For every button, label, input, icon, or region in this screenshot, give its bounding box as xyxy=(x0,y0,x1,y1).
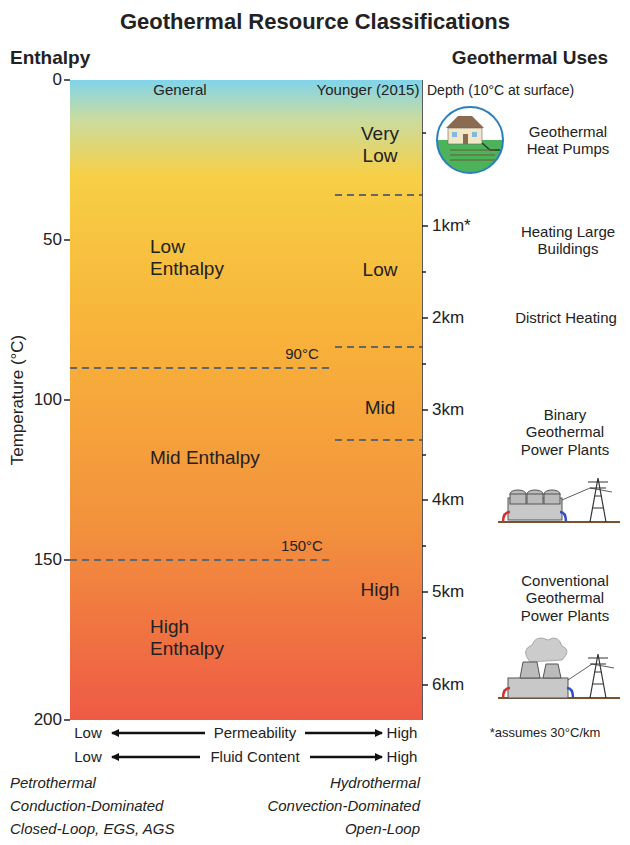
scale-label: Fluid Content xyxy=(207,748,302,765)
binary-plant-icon xyxy=(498,478,620,522)
use-label: Conventional Geothermal Power Plants xyxy=(510,572,620,624)
class-label: Mid xyxy=(365,397,396,419)
depth-label: 2km xyxy=(432,308,464,328)
boundary-label: 90°C xyxy=(285,345,319,362)
system-type: Convection-Dominated xyxy=(267,797,420,814)
class-label: Low xyxy=(363,259,398,281)
conventional-plant-icon xyxy=(498,638,620,698)
system-type: Petrothermal xyxy=(10,774,96,791)
column-heading: Younger (2015) xyxy=(317,81,420,98)
system-type: Conduction-Dominated xyxy=(10,797,163,814)
column-heading: Enthalpy xyxy=(10,47,90,69)
scale-end: High xyxy=(387,724,418,741)
tick-label: 100 xyxy=(34,390,62,410)
class-label: Mid Enthalpy xyxy=(150,447,260,469)
axis-title: Depth (10°C at surface) xyxy=(427,82,574,98)
scale-end: Low xyxy=(74,724,102,741)
depth-label: 5km xyxy=(432,582,464,602)
class-label: High Enthalpy xyxy=(150,616,260,660)
scale-end: Low xyxy=(74,748,102,765)
boundary-label: 150°C xyxy=(281,537,323,554)
use-label: District Heating xyxy=(506,309,626,326)
class-label: High xyxy=(360,579,399,601)
use-label: Binary Geothermal Power Plants xyxy=(515,406,615,458)
footnote: *assumes 30°C/km xyxy=(490,726,601,741)
depth-label: 1km* xyxy=(432,216,471,236)
system-type: Hydrothermal xyxy=(330,774,420,791)
tick-label: 200 xyxy=(34,710,62,730)
scale-label: Permeability xyxy=(211,724,300,741)
enthalpy-band: Low EnthalpyMid EnthalpyHigh Enthalpy Ver… xyxy=(70,80,422,720)
use-label: Heating Large Buildings xyxy=(513,223,623,258)
depth-ticks xyxy=(422,133,428,685)
tick-label: 150 xyxy=(34,550,62,570)
class-label: Very Low xyxy=(350,123,410,167)
column-heading: General xyxy=(153,81,206,98)
tick-label: 0 xyxy=(53,70,62,90)
depth-label: 6km xyxy=(432,675,464,695)
system-type: Open-Loop xyxy=(345,820,420,837)
heat-pump-icon xyxy=(437,107,503,173)
title: Geothermal Resource Classifications xyxy=(120,9,510,34)
depth-label: 4km xyxy=(432,490,464,510)
axis-title: Temperature (°C) xyxy=(8,335,28,466)
depth-label: 3km xyxy=(432,400,464,420)
scale-end: High xyxy=(387,748,418,765)
class-label: Low Enthalpy xyxy=(150,236,260,280)
system-type: Closed-Loop, EGS, AGS xyxy=(10,820,175,837)
column-heading: Geothermal Uses xyxy=(452,47,608,69)
tick-label: 50 xyxy=(43,230,62,250)
use-label: Geothermal Heat Pumps xyxy=(514,123,622,158)
